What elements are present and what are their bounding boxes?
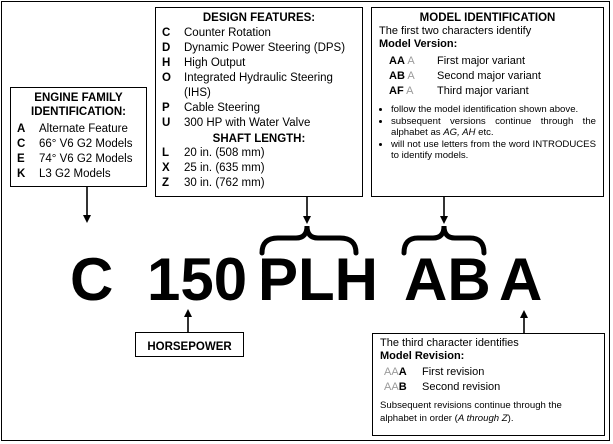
shaft-length-item: X 25 in. (635 mm) xyxy=(162,161,356,176)
model-revision-item: AAB Second revision xyxy=(380,380,597,395)
model-code-c: C xyxy=(70,246,114,313)
design-feature-code: D xyxy=(162,42,171,54)
design-feature-code: U xyxy=(162,117,171,129)
note-item: follow the model identification shown ab… xyxy=(391,104,596,115)
model-revision-box: The third character identifies Model Rev… xyxy=(372,333,605,436)
engine-family-item: C 66° V6 G2 Models xyxy=(17,137,140,152)
model-version-text: First major variant xyxy=(437,55,526,67)
model-code-revision: A xyxy=(499,246,543,313)
model-version-item: AB A Second major variant xyxy=(379,69,596,84)
design-feature-item: P Cable Steering xyxy=(162,101,356,116)
model-revision-text: First revision xyxy=(422,366,485,378)
model-revision-code: AAB xyxy=(384,381,407,393)
design-feature-code: O xyxy=(162,72,171,84)
model-version-code: AF A xyxy=(389,85,414,97)
model-identification-title: MODEL IDENTIFICATION xyxy=(419,12,556,24)
shaft-length-item: L 20 in. (508 mm) xyxy=(162,146,356,161)
design-feature-text: 300 HP with Water Valve xyxy=(184,117,311,129)
model-code-features: PLH xyxy=(258,246,378,313)
model-revision-text: Second revision xyxy=(422,381,501,393)
shaft-length-text: 30 in. (762 mm) xyxy=(184,177,265,189)
engine-family-text: Alternate Feature xyxy=(39,123,128,135)
design-feature-text: High Output xyxy=(184,57,246,69)
model-code-horsepower: 150 xyxy=(147,246,248,313)
engine-family-box: ENGINE FAMILY IDENTIFICATION: A Alternate… xyxy=(10,87,147,187)
shaft-length-item: Z 30 in. (762 mm) xyxy=(162,176,356,191)
model-version-intro: The first two characters identify xyxy=(379,25,532,37)
model-code-version: AB xyxy=(404,246,491,313)
design-feature-item: U 300 HP with Water Valve xyxy=(162,116,356,131)
shaft-length-title: SHAFT LENGTH: xyxy=(212,133,306,145)
note-item: subsequent versions continue through the… xyxy=(391,116,596,138)
engine-family-title: ENGINE FAMILY IDENTIFICATION: xyxy=(31,92,126,118)
model-revision-item: AAA First revision xyxy=(380,365,597,380)
design-feature-code: H xyxy=(162,57,171,69)
design-feature-text: Cable Steering xyxy=(184,102,261,114)
design-feature-item: D Dynamic Power Steering (DPS) xyxy=(162,41,356,56)
design-feature-text: Integrated Hydraulic Steering (IHS) xyxy=(184,72,333,99)
model-version-item: AF A Third major variant xyxy=(379,84,596,99)
model-revision-code: AAA xyxy=(384,366,407,378)
engine-family-code: K xyxy=(17,168,26,180)
note-item: will not use letters from the word INTRO… xyxy=(391,139,596,161)
horsepower-box: HORSEPOWER xyxy=(135,332,244,357)
model-version-code: AA A xyxy=(389,55,415,67)
shaft-length-code: L xyxy=(162,147,170,159)
engine-family-code: C xyxy=(17,138,26,150)
model-version-text: Second major variant xyxy=(437,70,541,82)
design-feature-code: P xyxy=(162,102,170,114)
design-feature-item: H High Output xyxy=(162,56,356,71)
model-version-item: AA A First major variant xyxy=(379,54,596,69)
design-feature-text: Counter Rotation xyxy=(184,27,271,39)
model-revision-intro: The third character identifies xyxy=(380,337,519,349)
engine-family-item: E 74° V6 G2 Models xyxy=(17,152,140,167)
design-feature-item: C Counter Rotation xyxy=(162,26,356,41)
model-version-subtitle: Model Version: xyxy=(379,38,458,50)
engine-family-text: 66° V6 G2 Models xyxy=(39,138,133,150)
design-feature-code: C xyxy=(162,27,171,39)
engine-family-text: L3 G2 Models xyxy=(39,168,111,180)
features-brace xyxy=(259,225,359,256)
model-revision-footer: Subsequent revisions continue through th… xyxy=(380,400,562,424)
shaft-length-code: X xyxy=(162,162,170,174)
design-feature-item: O Integrated Hydraulic Steering (IHS) xyxy=(162,71,356,101)
model-identification-box: MODEL IDENTIFICATION The first two chara… xyxy=(371,7,604,197)
engine-family-text: 74° V6 G2 Models xyxy=(39,153,133,165)
shaft-length-code: Z xyxy=(162,177,170,189)
engine-family-code: A xyxy=(17,123,26,135)
version-brace xyxy=(401,225,487,256)
engine-family-item: K L3 G2 Models xyxy=(17,167,140,182)
model-version-code: AB A xyxy=(389,70,415,82)
engine-family-item: A Alternate Feature xyxy=(17,122,140,137)
engine-family-code: E xyxy=(17,153,25,165)
shaft-length-text: 25 in. (635 mm) xyxy=(184,162,265,174)
design-feature-text: Dynamic Power Steering (DPS) xyxy=(184,42,346,54)
model-revision-subtitle: Model Revision: xyxy=(380,350,465,362)
horsepower-label: HORSEPOWER xyxy=(147,341,232,353)
model-identification-notes: follow the model identification shown ab… xyxy=(379,104,596,161)
design-features-title: DESIGN FEATURES: xyxy=(202,12,316,24)
model-version-text: Third major variant xyxy=(437,85,529,97)
shaft-length-text: 20 in. (508 mm) xyxy=(184,147,265,159)
